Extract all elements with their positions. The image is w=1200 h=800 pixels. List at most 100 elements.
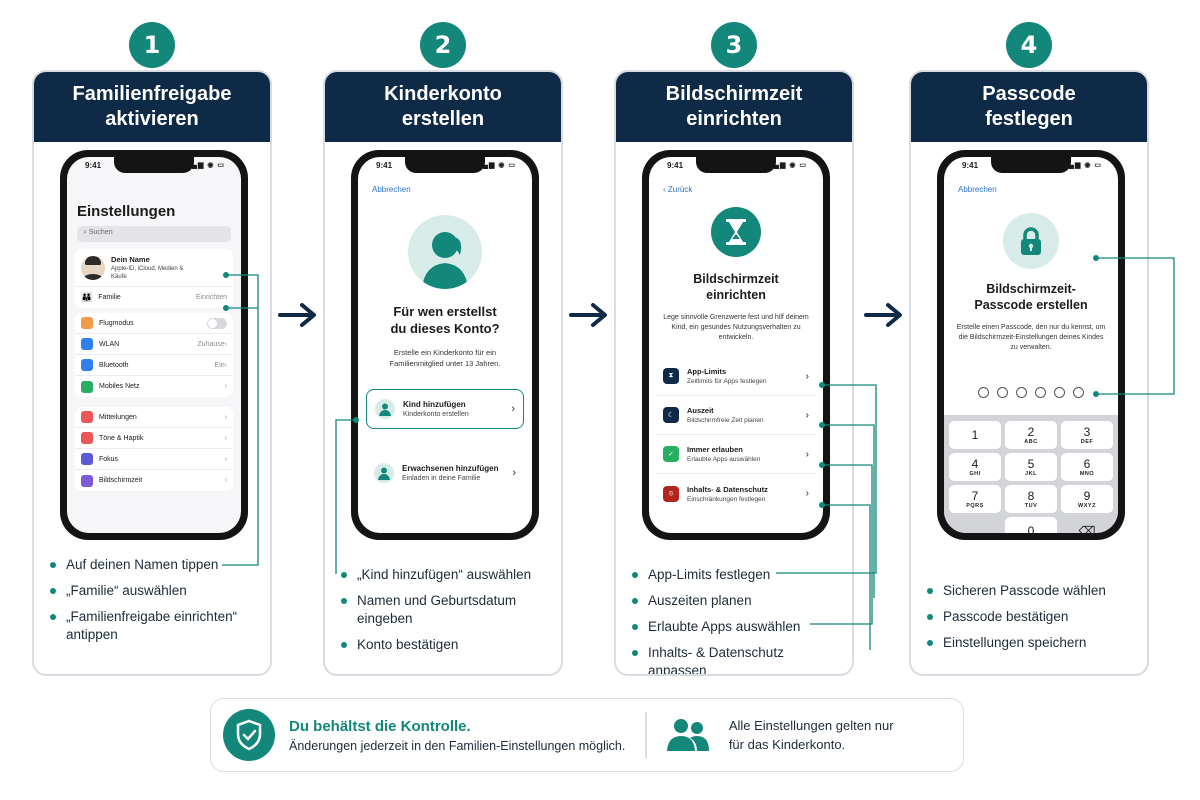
- step-card-header: Bildschirmzeit einrichten: [616, 72, 852, 142]
- step-title-line1: Familienfreigabe: [72, 83, 232, 105]
- profile-row[interactable]: Dein Name Apple-ID, iCloud, Medien & Käu…: [75, 249, 233, 287]
- bluetooth-icon: [81, 359, 93, 371]
- settings-row-label: Flugmodus: [99, 319, 134, 327]
- airplane-toggle[interactable]: [207, 317, 227, 329]
- screen-time-description: Lege sinnvolle Grenzwerte fest und hilf …: [663, 314, 809, 341]
- phone-mockup: 9:41▂▄▆ ◉ ▭ Einstellungen ⌕ Suchen Dein …: [60, 150, 248, 540]
- back-link[interactable]: ‹ Zurück: [663, 185, 692, 194]
- bullet-item: Auf deinen Namen tippen: [48, 556, 260, 574]
- status-bar: 9:41▂▄▆ ◉ ▭: [85, 161, 225, 170]
- family-row[interactable]: 👪 Familie Einrichten: [75, 287, 233, 308]
- family-value: Einrichten: [195, 294, 227, 301]
- settings-row[interactable]: Mobiles Netz›: [75, 376, 233, 397]
- settings-row[interactable]: Mitteilungen›: [75, 407, 233, 428]
- child-person-icon: [375, 399, 395, 419]
- option-subtitle: Erlaubte Apps auswählen: [687, 456, 761, 463]
- step-card-1: Familienfreigabe aktivieren 9:41▂▄▆ ◉ ▭ …: [32, 70, 272, 676]
- option-subtitle: Zeitlimits für Apps festlegen: [687, 378, 767, 385]
- cancel-link[interactable]: Abbrechen: [958, 185, 997, 194]
- status-time: 9:41: [85, 161, 102, 170]
- cancel-link[interactable]: Abbrechen: [372, 185, 411, 194]
- step-number-2: 2: [420, 22, 466, 68]
- delete-key[interactable]: ⌫: [1061, 517, 1113, 533]
- backspace-icon: ⌫: [1078, 524, 1096, 533]
- key-digit: 1: [971, 428, 979, 442]
- settings-row[interactable]: Bildschirmzeit ›: [75, 470, 233, 491]
- settings-row-label: Bildschirmzeit: [99, 477, 143, 484]
- add-adult-sub: Einladen in deine Familie: [402, 475, 481, 482]
- footer-headline: Du behältst die Kontrolle.: [289, 717, 471, 735]
- chevron-right-icon: ›: [224, 477, 227, 484]
- settings-row-label: Bluetooth: [99, 361, 129, 369]
- status-time: 9:41: [962, 161, 979, 170]
- settings-row-label: Mitteilungen: [99, 413, 137, 421]
- add-child-title: Kind hinzufügen: [403, 400, 466, 409]
- chevron-right-icon: ›: [224, 434, 227, 442]
- keypad-key[interactable]: 1: [949, 421, 1001, 449]
- bullet-item: Konto bestätigen: [339, 636, 551, 654]
- step-card-header: Passcode festlegen: [911, 72, 1147, 142]
- step-card-2: Kinderkonto erstellen 9:41▂▄▆ ◉ ▭ Abbrec…: [323, 70, 563, 676]
- search-placeholder: Suchen: [88, 229, 113, 236]
- keypad-key[interactable]: 0: [1005, 517, 1057, 533]
- passcode-dot: [1054, 387, 1065, 398]
- bullet-item: Passcode bestätigen: [925, 608, 1137, 626]
- search-input[interactable]: ⌕ Suchen: [77, 226, 231, 242]
- phone-mockup: 9:41▂▄▆ ◉ ▭ ‹ Zurück Bildschirmzeit einr…: [642, 150, 830, 540]
- key-digit: 5: [1027, 456, 1035, 471]
- add-adult-title: Erwachsenen hinzufügen: [402, 464, 499, 473]
- moon-icon: ☾: [663, 407, 679, 423]
- adult-person-icon: [374, 463, 394, 483]
- bullet-item: Sicheren Passcode wählen: [925, 582, 1137, 600]
- key-digit: 8: [1027, 488, 1035, 503]
- passcode-title: Bildschirmzeit- Passcode erstellen: [944, 281, 1118, 313]
- child-avatar-icon: [408, 215, 482, 289]
- key-letters: PQRS: [966, 502, 984, 509]
- step-number-3: 3: [711, 22, 757, 68]
- settings-row[interactable]: Töne & Haptik›: [75, 428, 233, 449]
- phone-notch: [405, 157, 485, 173]
- step-title-line2: festlegen: [985, 108, 1073, 130]
- key-letters: WXYZ: [1078, 502, 1096, 509]
- chevron-right-icon: ›: [805, 488, 809, 499]
- title-line1: Bildschirmzeit: [693, 272, 779, 286]
- key-letters: ABC: [1024, 438, 1038, 445]
- question-line1: Für wen erstellst: [393, 304, 497, 319]
- people-icon: [665, 712, 711, 758]
- chevron-left-icon: ‹: [663, 185, 668, 194]
- key-digit: 3: [1083, 424, 1091, 439]
- settings-row-label: Mobiles Netz: [99, 383, 140, 390]
- phone-screen-passcode: 9:41▂▄▆ ◉ ▭ Abbrechen Bildschirmzeit- Pa…: [944, 157, 1118, 533]
- chevron-right-icon: ›: [224, 361, 227, 369]
- passcode-dot: [997, 387, 1008, 398]
- settings-row[interactable]: Fokus›: [75, 449, 233, 470]
- key-digit: 4: [971, 456, 979, 471]
- profile-name: Dein Name: [111, 254, 150, 264]
- settings-row[interactable]: Flugmodus: [75, 313, 233, 334]
- chevron-right-icon: ›: [805, 409, 809, 421]
- bullet-item: Erlaubte Apps auswählen: [630, 618, 842, 636]
- avatar: [81, 255, 105, 280]
- phone-screen-settings: 9:41▂▄▆ ◉ ▭ Einstellungen ⌕ Suchen Dein …: [67, 157, 241, 533]
- key-digit: 7: [971, 488, 979, 503]
- profile-subtitle: Apple-ID, iCloud, Medien & Käufe: [111, 265, 184, 280]
- step2-bullets: „Kind hinzufügen“ auswählen Namen und Ge…: [339, 566, 551, 662]
